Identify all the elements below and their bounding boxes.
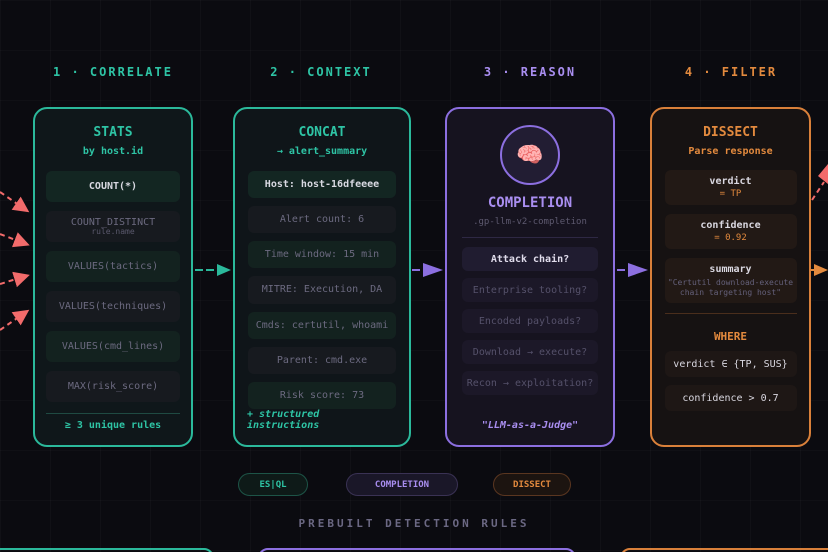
connector-arrow — [195, 264, 233, 276]
question-download-execute: Download → execute? — [462, 340, 598, 364]
card-footer: ≥ 3 unique rules — [64, 420, 162, 431]
context-item-risk-score: Risk score: 73 — [248, 381, 396, 409]
question-encoded-payloads: Encoded payloads? — [462, 309, 598, 333]
stage-label-filter: 4 · FILTER — [684, 65, 778, 79]
card-footer: + structured instructions — [247, 409, 320, 431]
question-attack-chain: Attack chain? — [462, 247, 598, 271]
question-recon-exploitation: Recon → exploitation? — [462, 371, 598, 395]
where-title: WHERE — [713, 330, 748, 343]
model-id: .gp-llm-v2-completion — [473, 217, 587, 227]
connector-arrow — [617, 263, 651, 277]
field-summary: summary "Certutil download-execute chain… — [664, 258, 797, 303]
field-value: "Certutil download-execute chain targeti… — [667, 277, 794, 297]
divider — [46, 413, 180, 414]
field-verdict: verdict = TP — [664, 170, 797, 205]
rule-box-teal — [0, 548, 214, 552]
card-concat: CONCAT → alert_summary Host: host-16dfee… — [233, 107, 411, 447]
context-item-alert-count: Alert count: 6 — [248, 206, 396, 234]
card-title: CONCAT — [298, 125, 346, 140]
rule-box-orange — [620, 548, 828, 552]
stage-label-reason: 3 · REASON — [483, 65, 577, 79]
field-key: summary — [709, 263, 752, 275]
field-value: = 0.92 — [714, 233, 747, 243]
card-title: STATS — [93, 125, 133, 140]
pill-dissect: DISSECT — [493, 473, 571, 496]
question-enterprise-tooling: Enterprise tooling? — [462, 278, 598, 302]
context-item-host: Host: host-16dfeeee — [248, 171, 396, 199]
card-subtitle: Parse response — [688, 146, 773, 157]
card-dissect: DISSECT Parse response verdict = TP conf… — [650, 107, 811, 447]
stats-item-max-risk: MAX(risk_score) — [46, 371, 180, 402]
pill-completion: COMPLETION — [346, 473, 458, 496]
brain-glyph: 🧠 — [516, 142, 544, 168]
stats-item-count: COUNT(*) — [46, 171, 180, 202]
card-title: COMPLETION — [487, 195, 573, 211]
card-title: DISSECT — [703, 125, 758, 140]
stats-item-values-cmd-lines: VALUES(cmd_lines) — [46, 331, 180, 362]
connector-arrow — [412, 263, 446, 277]
context-item-parent: Parent: cmd.exe — [248, 346, 396, 374]
condition-confidence: confidence > 0.7 — [664, 385, 797, 411]
brain-icon: 🧠 — [500, 125, 560, 185]
card-footer: "LLM-as-a-Judge" — [481, 420, 579, 431]
incoming-alert-arrows — [0, 191, 30, 331]
stage-label-context: 2 · CONTEXT — [270, 65, 372, 79]
pill-esql: ES|QL — [238, 473, 308, 496]
card-completion: 🧠 COMPLETION .gp-llm-v2-completion Attac… — [445, 107, 615, 447]
stage-label-correlate: 1 · CORRELATE — [53, 65, 173, 79]
field-confidence: confidence = 0.92 — [664, 214, 797, 249]
context-item-cmds: Cmds: certutil, whoami — [248, 311, 396, 339]
field-key: verdict — [709, 176, 752, 187]
card-subtitle: → alert_summary — [276, 146, 368, 157]
stats-item-count-distinct: COUNT_DISTINCT rule.name — [46, 211, 180, 242]
section-title: PREBUILT DETECTION RULES — [298, 517, 530, 530]
card-stats: STATS by host.id COUNT(*) COUNT_DISTINCT… — [33, 107, 193, 447]
stats-item-values-techniques: VALUES(techniques) — [46, 291, 180, 322]
field-value: = TP — [719, 189, 742, 199]
item-text: COUNT_DISTINCT — [70, 217, 156, 228]
condition-verdict: verdict ∈ {TP, SUS} — [664, 351, 797, 377]
card-subtitle: by host.id — [82, 146, 144, 157]
item-subtext: rule.name — [91, 227, 135, 236]
divider — [462, 237, 598, 238]
outgoing-arrows — [810, 164, 828, 276]
context-item-time-window: Time window: 15 min — [248, 241, 396, 269]
stats-item-values-tactics: VALUES(tactics) — [46, 251, 180, 282]
divider — [664, 313, 797, 314]
rule-box-purple — [258, 548, 576, 552]
field-key: confidence — [700, 220, 761, 231]
context-item-mitre: MITRE: Execution, DA — [248, 276, 396, 304]
